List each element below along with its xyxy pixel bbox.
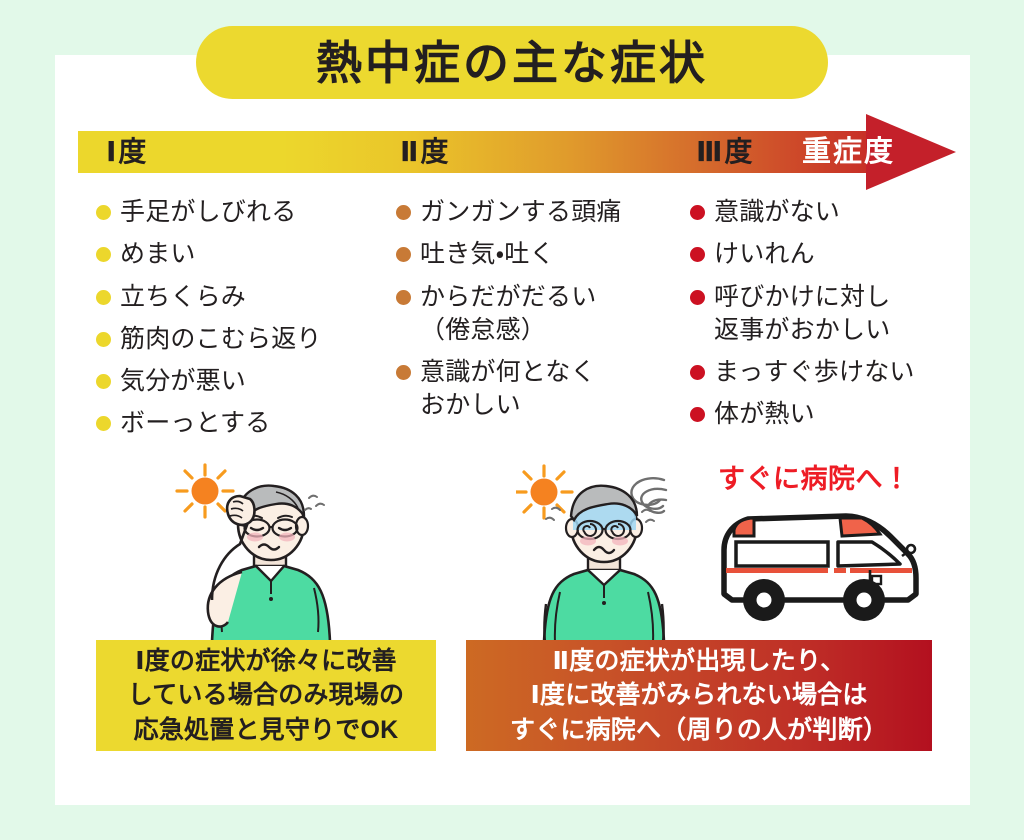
list-item: めまい — [96, 238, 386, 271]
dizzy-swirl-icon — [630, 477, 668, 514]
bullet-icon — [96, 374, 111, 389]
symptom-text: ガンガンする頭痛 — [420, 198, 622, 226]
symptom-text: けいれん — [714, 240, 815, 269]
symptom-text: 意識が何となく おかしい — [420, 358, 596, 420]
sweat-drops-icon — [304, 494, 325, 511]
symptom-text: ボーっとする — [120, 409, 271, 438]
severity-level-2-label: Ⅱ度 — [400, 136, 451, 167]
severity-axis-label: 重症度 — [802, 135, 896, 168]
sweat-drops-icon — [545, 506, 655, 523]
sun-icon — [514, 464, 574, 520]
symptom-text: 呼びかけに対し 返事がおかしい — [714, 282, 891, 344]
elderly-man-dizzy-illustration — [514, 462, 694, 644]
list-item: 筋肉のこむら返り — [96, 323, 386, 356]
list-item: 気分が悪い — [96, 365, 386, 398]
mild-advice-text: Ⅰ度の症状が徐々に改善 している場合のみ現場の 応急処置と見守りでOK — [127, 646, 405, 744]
dizzy-eyes-icon — [582, 522, 626, 537]
bullet-icon — [96, 416, 111, 432]
symptom-text: 筋肉のこむら返り — [120, 324, 322, 353]
bullet-icon — [96, 205, 111, 220]
list-item: まっすぐ歩けない — [690, 356, 980, 389]
arrow-head-icon — [866, 114, 956, 190]
bullet-icon — [396, 247, 411, 263]
bullet-icon — [690, 365, 705, 380]
bullet-icon — [690, 407, 705, 423]
symptom-text: 立ちくらみ — [120, 282, 247, 311]
list-item: 立ちくらみ — [96, 281, 386, 314]
list-item: 意識が何となく おかしい — [396, 356, 686, 423]
severe-advice-box: Ⅱ度の症状が出現したり、 Ⅰ度に改善がみられない場合は すぐに病院へ（周りの人が… — [466, 640, 932, 751]
symptom-columns: 手足がしびれる めまい 立ちくらみ 筋肉のこむら返り 気分が悪い ボーっとする — [78, 196, 968, 446]
symptom-text: からだがだるい （倦怠感） — [420, 282, 597, 344]
bullet-icon — [396, 289, 411, 305]
elderly-man-wiping-forehead-illustration — [168, 462, 368, 644]
severity-level-3-label: Ⅲ度 — [696, 136, 755, 167]
list-item: 呼びかけに対し 返事がおかしい — [690, 281, 980, 348]
bullet-icon — [690, 205, 705, 220]
page-title: 熱中症の主な症状 — [316, 36, 708, 89]
bullet-icon — [690, 247, 705, 263]
symptom-text: 気分が悪い — [120, 367, 247, 395]
symptom-text: 吐き気・吐く — [420, 240, 555, 269]
symptom-column-level-1: 手足がしびれる めまい 立ちくらみ 筋肉のこむら返り 気分が悪い ボーっとする — [96, 196, 386, 450]
symptom-column-level-3: 意識がない けいれん 呼びかけに対し 返事がおかしい まっすぐ歩けない 体が熱い — [690, 196, 980, 441]
list-item: 吐き気・吐く — [396, 238, 686, 271]
list-item: 体が熱い — [690, 398, 980, 431]
bullet-icon — [96, 289, 111, 305]
title-pill: 熱中症の主な症状 — [196, 26, 828, 99]
list-item: ガンガンする頭痛 — [396, 196, 686, 229]
bullet-icon — [396, 205, 411, 220]
sun-icon — [175, 463, 235, 519]
list-item: 手足がしびれる — [96, 196, 386, 229]
list-item: ボーっとする — [96, 407, 386, 440]
severe-advice-text: Ⅱ度の症状が出現したり、 Ⅰ度に改善がみられない場合は すぐに病院へ（周りの人が… — [509, 646, 888, 744]
list-item: けいれん — [690, 238, 980, 271]
symptom-column-level-2: ガンガンする頭痛 吐き気・吐く からだがだるい （倦怠感） 意識が何となく おか… — [396, 196, 686, 432]
severity-gradient-bar — [78, 131, 868, 173]
bullet-icon — [690, 289, 705, 305]
bullet-icon — [96, 247, 111, 263]
go-to-hospital-note: すぐに病院へ！ — [718, 464, 911, 494]
symptom-text: 意識がない — [714, 198, 841, 226]
mild-advice-box: Ⅰ度の症状が徐々に改善 している場合のみ現場の 応急処置と見守りでOK — [96, 640, 436, 751]
severity-level-1-label: Ⅰ度 — [106, 136, 149, 167]
bullet-icon — [396, 365, 411, 380]
symptom-text: 手足がしびれる — [120, 198, 297, 226]
ambulance-illustration — [712, 502, 932, 632]
symptom-text: めまい — [120, 240, 196, 269]
symptom-text: 体が熱い — [714, 400, 815, 429]
list-item: 意識がない — [690, 196, 980, 229]
bullet-icon — [96, 331, 111, 347]
sun-disc — [530, 478, 558, 506]
list-item: からだがだるい （倦怠感） — [396, 281, 686, 348]
sun-disc — [191, 477, 219, 505]
severity-arrow: Ⅰ度 Ⅱ度 Ⅲ度 重症度 — [78, 114, 956, 190]
symptom-text: まっすぐ歩けない — [714, 358, 915, 386]
